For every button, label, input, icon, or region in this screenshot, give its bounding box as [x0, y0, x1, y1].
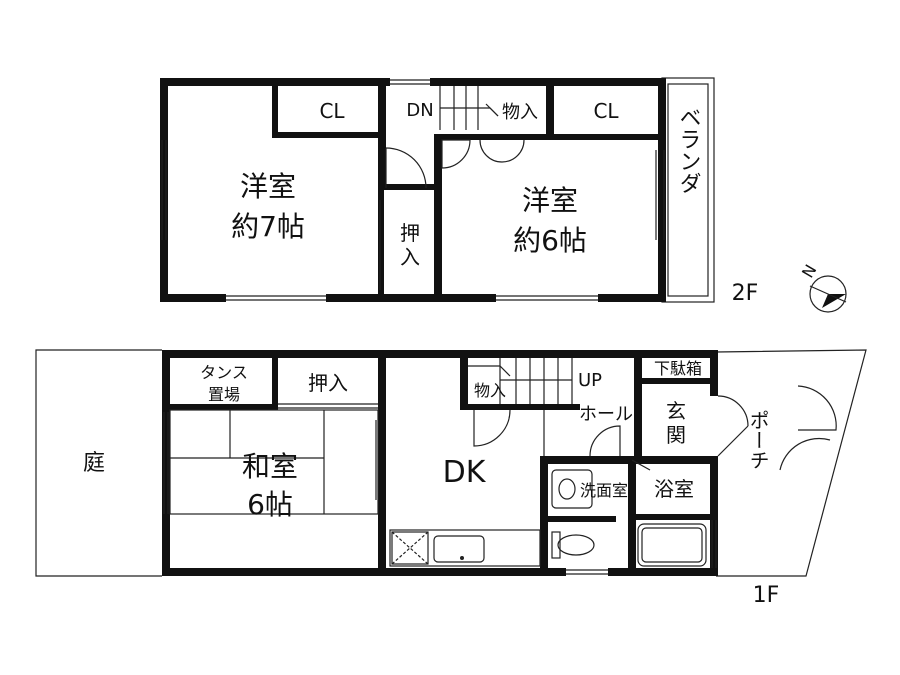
room-western-6-size: 約6帖	[513, 224, 587, 257]
wall	[326, 294, 496, 302]
stairs-down-label: DN	[406, 100, 433, 121]
door-swing	[473, 409, 511, 447]
wall	[378, 184, 440, 190]
toilet-icon	[551, 531, 561, 559]
veranda-label: ベランダ	[676, 106, 701, 194]
wall	[378, 190, 384, 302]
porch-door-swing	[779, 437, 831, 471]
wall	[658, 78, 666, 302]
stairs-2f	[439, 86, 499, 130]
storage-top-label: 物入	[502, 102, 538, 123]
entrance-label-b: 関	[666, 423, 686, 447]
floor-2f-label: 2F	[732, 281, 759, 306]
wall	[272, 78, 278, 138]
wall	[460, 404, 580, 410]
porch-label: ポーチ	[746, 410, 770, 470]
wall	[640, 378, 714, 384]
wall	[540, 456, 548, 576]
wall	[634, 358, 642, 458]
compass-icon: N	[798, 261, 847, 313]
room-dk: DK	[443, 455, 487, 490]
door-swing	[441, 139, 471, 169]
washbasin-icon	[551, 469, 593, 509]
wall	[170, 404, 276, 410]
entrance-label-a: 玄	[666, 399, 686, 423]
bathtub-icon	[637, 523, 707, 567]
wall	[162, 350, 718, 358]
tansu-label-a: タンス	[200, 363, 248, 382]
bathroom-label: 浴室	[654, 477, 694, 501]
wall	[278, 132, 378, 138]
wall	[554, 134, 658, 140]
porch-outline	[715, 349, 867, 577]
storage-label: 物入	[474, 381, 506, 400]
wall	[434, 134, 550, 140]
closet-cl-left: CL	[319, 99, 345, 123]
wall	[548, 516, 616, 522]
stairs-up-label: UP	[578, 370, 602, 391]
compass-north-label: N	[798, 261, 820, 281]
wall	[598, 294, 666, 302]
wall	[160, 78, 168, 302]
wall	[636, 514, 714, 520]
kitchen-counter	[389, 529, 541, 567]
garden-outline	[35, 349, 162, 577]
wall	[378, 358, 386, 576]
sink-icon	[433, 535, 485, 563]
wall	[710, 350, 718, 396]
door-swing	[479, 139, 503, 163]
door-swing	[385, 147, 427, 189]
door-swing	[717, 395, 749, 427]
wall	[162, 350, 170, 576]
hall-label: ホール	[579, 404, 633, 425]
shoe-box-label: 下駄箱	[654, 359, 702, 378]
wall	[162, 568, 566, 576]
tatami-mats	[169, 409, 379, 515]
floor-1f-label: 1F	[753, 583, 780, 608]
garden-label: 庭	[83, 451, 105, 476]
floor-1f: 庭 タンス 置場 押入 和室 6帖 DK 物入 UP ホール 下駄箱 玄 関 洗…	[35, 349, 867, 608]
floor-2f: 洋室 約7帖 CL DN 物入 CL 洋室 約6帖 押 入 ベランダ 2F N	[160, 77, 847, 313]
room-washitsu-size: 6帖	[247, 488, 293, 521]
room-western-7-name: 洋室	[240, 170, 296, 203]
room-washitsu-name: 和室	[242, 450, 298, 483]
stairs-1f	[468, 358, 573, 404]
wall	[160, 294, 226, 302]
wall	[272, 358, 278, 410]
washroom-label: 洗面室	[580, 481, 628, 500]
wall	[434, 138, 442, 302]
closet-label-a: 押	[400, 221, 420, 245]
door-swing	[501, 139, 525, 163]
room-western-6-name: 洋室	[522, 184, 578, 217]
veranda-inner	[667, 83, 709, 297]
tansu-label-b: 置場	[208, 385, 240, 404]
door-swing	[589, 425, 621, 457]
room-western-7-size: 約7帖	[231, 210, 305, 243]
wall	[460, 358, 468, 410]
wall	[608, 568, 718, 576]
porch-door-swing	[797, 385, 837, 431]
closet-cl-right: CL	[593, 99, 619, 123]
closet-label-b: 入	[400, 245, 420, 269]
wall	[540, 456, 714, 464]
wall	[546, 78, 554, 140]
oshiire-label: 押入	[308, 371, 348, 395]
wall	[378, 78, 386, 188]
wall	[628, 456, 636, 576]
